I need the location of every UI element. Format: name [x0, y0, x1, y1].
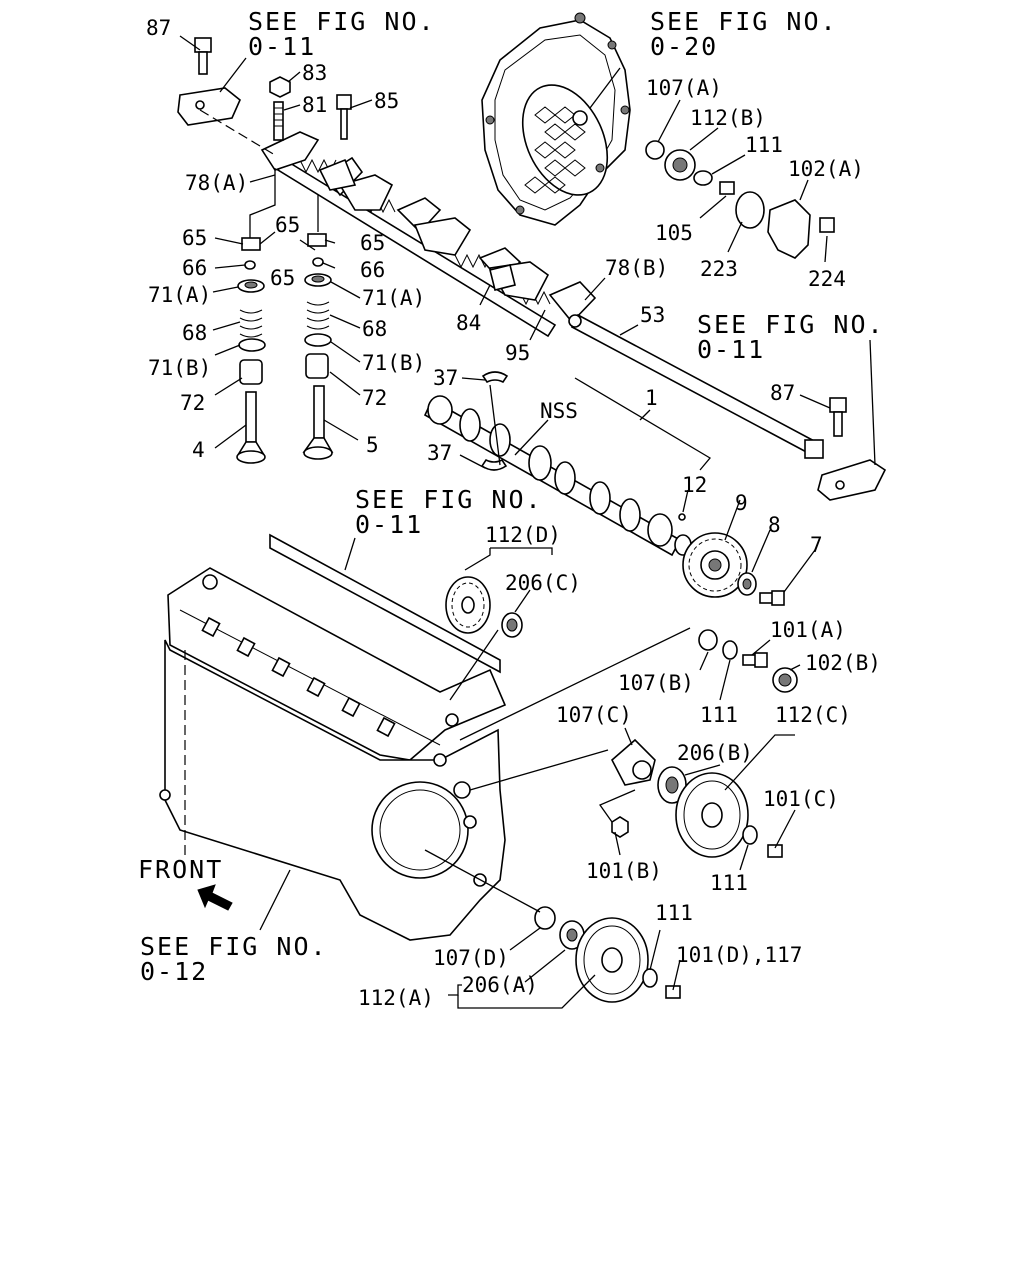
- label-102a: 102(A): [788, 157, 864, 181]
- label-12: 12: [682, 473, 707, 497]
- label-101d-117: 101(D),117: [676, 943, 802, 967]
- label-66-b: 66: [360, 258, 385, 282]
- label-87-right: 87: [770, 381, 795, 405]
- label-111-mid: 111: [700, 703, 738, 727]
- label-7: 7: [810, 533, 823, 557]
- bolt-87-top: [194, 37, 212, 75]
- label-95: 95: [505, 341, 530, 365]
- nut-83: [269, 76, 291, 98]
- idler-gear-112d: [445, 576, 491, 634]
- label-112a: 112(A): [358, 986, 434, 1010]
- label-107b: 107(B): [618, 671, 694, 695]
- label-83: 83: [302, 61, 327, 85]
- label-112d: 112(D): [485, 523, 561, 547]
- cam-gear-9: [682, 532, 748, 598]
- rocker-shaft-assembly: [260, 131, 597, 338]
- oil-pipe-53: [568, 313, 824, 459]
- label-66-a: 66: [182, 256, 207, 280]
- ref-top-left-line1: SEE FIG NO.: [248, 7, 436, 36]
- front-label: FRONT: [138, 855, 223, 884]
- label-107d: 107(D): [433, 946, 509, 970]
- label-71a-left: 71(A): [148, 283, 211, 307]
- label-85: 85: [374, 89, 399, 113]
- label-37-top: 37: [433, 366, 458, 390]
- label-101a: 101(A): [770, 618, 846, 642]
- label-65-c: 65: [270, 266, 295, 290]
- label-101c: 101(C): [763, 787, 839, 811]
- ref-bottom-left-line1: SEE FIG NO.: [140, 932, 328, 961]
- label-112c: 112(C): [775, 703, 851, 727]
- label-81: 81: [302, 93, 327, 117]
- label-102b: 102(B): [805, 651, 881, 675]
- label-72-b: 72: [362, 386, 387, 410]
- valve-parts-right: [302, 233, 334, 460]
- ref-top-right-line1: SEE FIG NO.: [650, 7, 838, 36]
- label-1: 1: [645, 386, 658, 410]
- label-53: 53: [640, 303, 665, 327]
- label-107a: 107(A): [646, 76, 722, 100]
- ref-top-left-line2: 0-11: [248, 32, 316, 61]
- flywheel-housing: [481, 12, 631, 226]
- label-87-top: 87: [146, 16, 171, 40]
- bearing-37-top: [481, 371, 509, 384]
- label-112b: 112(B): [690, 106, 766, 130]
- bolt-85: [336, 94, 352, 140]
- ref-top-right-line2: 0-20: [650, 32, 718, 61]
- bolt-7: [759, 590, 785, 606]
- label-111-lower: 111: [710, 871, 748, 895]
- label-65-a: 65: [182, 226, 207, 250]
- label-223: 223: [700, 257, 738, 281]
- label-206b: 206(B): [677, 741, 753, 765]
- ref-bottom-left-line2: 0-12: [140, 957, 208, 986]
- ref-mid-right-line2: 0-11: [697, 335, 765, 364]
- engine-block: [159, 533, 507, 941]
- label-84: 84: [456, 311, 481, 335]
- label-4: 4: [192, 438, 205, 462]
- washer-8: [737, 572, 757, 596]
- gear-parts-top-right: [645, 140, 835, 259]
- ref-mid-left-line2: 0-11: [355, 510, 423, 539]
- stud-81: [273, 101, 284, 141]
- bolt-87-right: [829, 397, 847, 437]
- label-105: 105: [655, 221, 693, 245]
- bracket-top-left: [177, 87, 241, 126]
- leader-lines: [179, 35, 876, 1009]
- label-9: 9: [735, 491, 748, 515]
- front-arrow-icon: [197, 884, 233, 911]
- label-8: 8: [768, 513, 781, 537]
- label-65-d: 65: [360, 231, 385, 255]
- label-71b-left: 71(B): [148, 356, 211, 380]
- bushing-206c: [501, 612, 523, 638]
- label-111-bottom: 111: [655, 901, 693, 925]
- label-111-top: 111: [745, 133, 783, 157]
- label-65-b: 65: [275, 213, 300, 237]
- parts-107b-group: [698, 629, 798, 693]
- bearing-37-bottom: [480, 458, 508, 471]
- label-224: 224: [808, 267, 846, 291]
- pin-12: [678, 513, 686, 521]
- ref-mid-right-line1: SEE FIG NO.: [697, 310, 885, 339]
- valve-parts-left: [236, 237, 266, 464]
- label-5: 5: [366, 433, 379, 457]
- camshaft: [423, 395, 692, 557]
- label-78a: 78(A): [185, 171, 248, 195]
- label-206c: 206(C): [505, 571, 581, 595]
- parts-112a-group: [534, 906, 681, 1003]
- label-107c: 107(C): [556, 703, 632, 727]
- label-68-b: 68: [362, 317, 387, 341]
- label-37-bottom: 37: [427, 441, 452, 465]
- ref-mid-left-line1: SEE FIG NO.: [355, 485, 543, 514]
- label-101b: 101(B): [586, 859, 662, 883]
- label-nss: NSS: [540, 399, 578, 423]
- bracket-right: [817, 459, 887, 501]
- label-71a-right: 71(A): [362, 286, 425, 310]
- label-78b: 78(B): [605, 256, 668, 280]
- label-68-a: 68: [182, 321, 207, 345]
- label-71b-right: 71(B): [362, 351, 425, 375]
- label-206a: 206(A): [462, 973, 538, 997]
- label-72-a: 72: [180, 391, 205, 415]
